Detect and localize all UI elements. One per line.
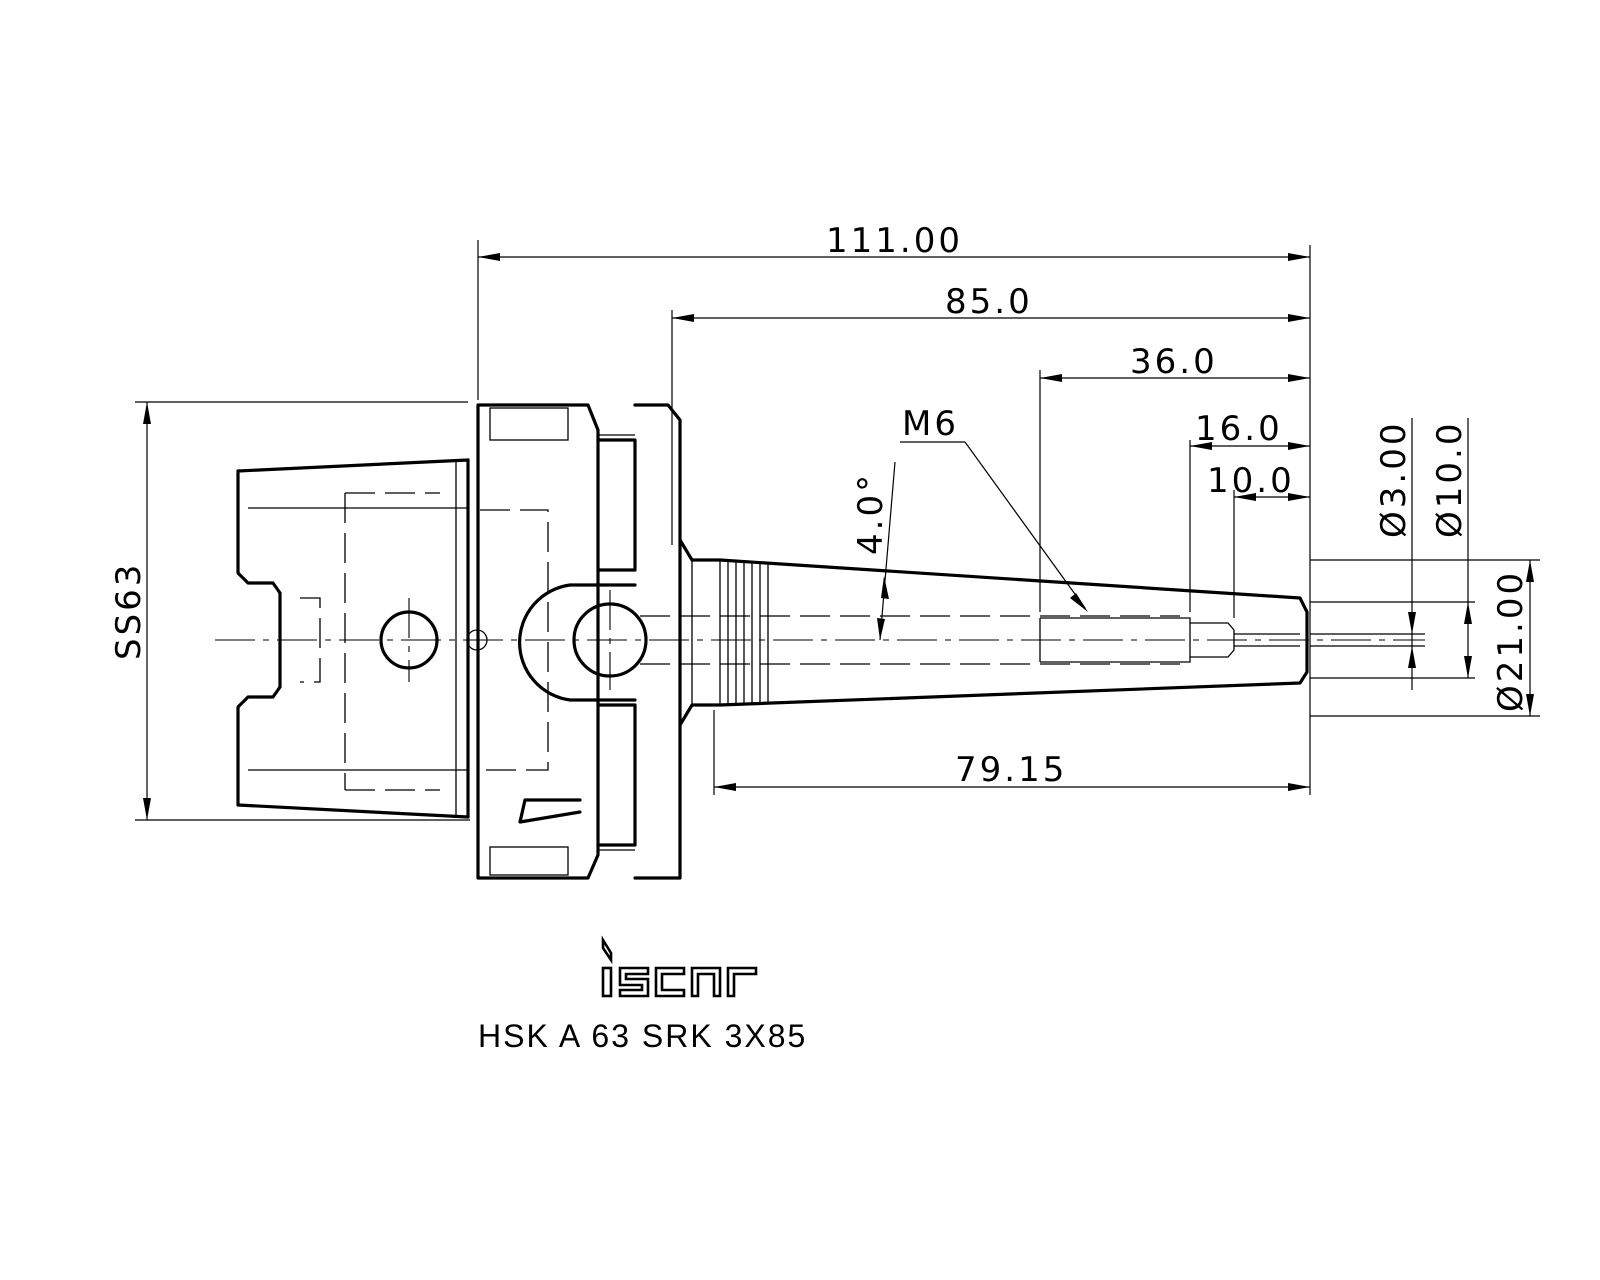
dim-thread: M6: [902, 404, 959, 444]
dim-m6-depth: 36.0: [1130, 342, 1218, 382]
dim-dia-21: Ø21.00: [1491, 570, 1531, 712]
dim-dia-3: Ø3.00: [1374, 421, 1414, 538]
iscar-logo: iscar: [601, 935, 758, 998]
dim-taper-angle: 4.0°: [851, 472, 891, 555]
dimension-lines: [135, 240, 1540, 821]
dim-bore-10: 10.0: [1207, 461, 1295, 501]
hidden-lines: [300, 492, 1300, 791]
thread-lines: [719, 560, 769, 705]
tool-holder-outline: [236, 403, 1309, 880]
dimension-labels: 111.00 85.0 36.0 16.0 10.0 79.15 M6 SS63…: [109, 221, 1531, 790]
product-designation: HSK A 63 SRK 3X85: [478, 1018, 807, 1054]
dim-taper-length: 79.15: [955, 750, 1067, 790]
dim-overall-length: 111.00: [826, 221, 963, 261]
dim-projection-length: 85.0: [945, 282, 1033, 322]
dim-shank-size: SS63: [109, 562, 149, 660]
dim-dia-10: Ø10.0: [1430, 421, 1470, 538]
dim-bore-16: 16.0: [1195, 409, 1283, 449]
